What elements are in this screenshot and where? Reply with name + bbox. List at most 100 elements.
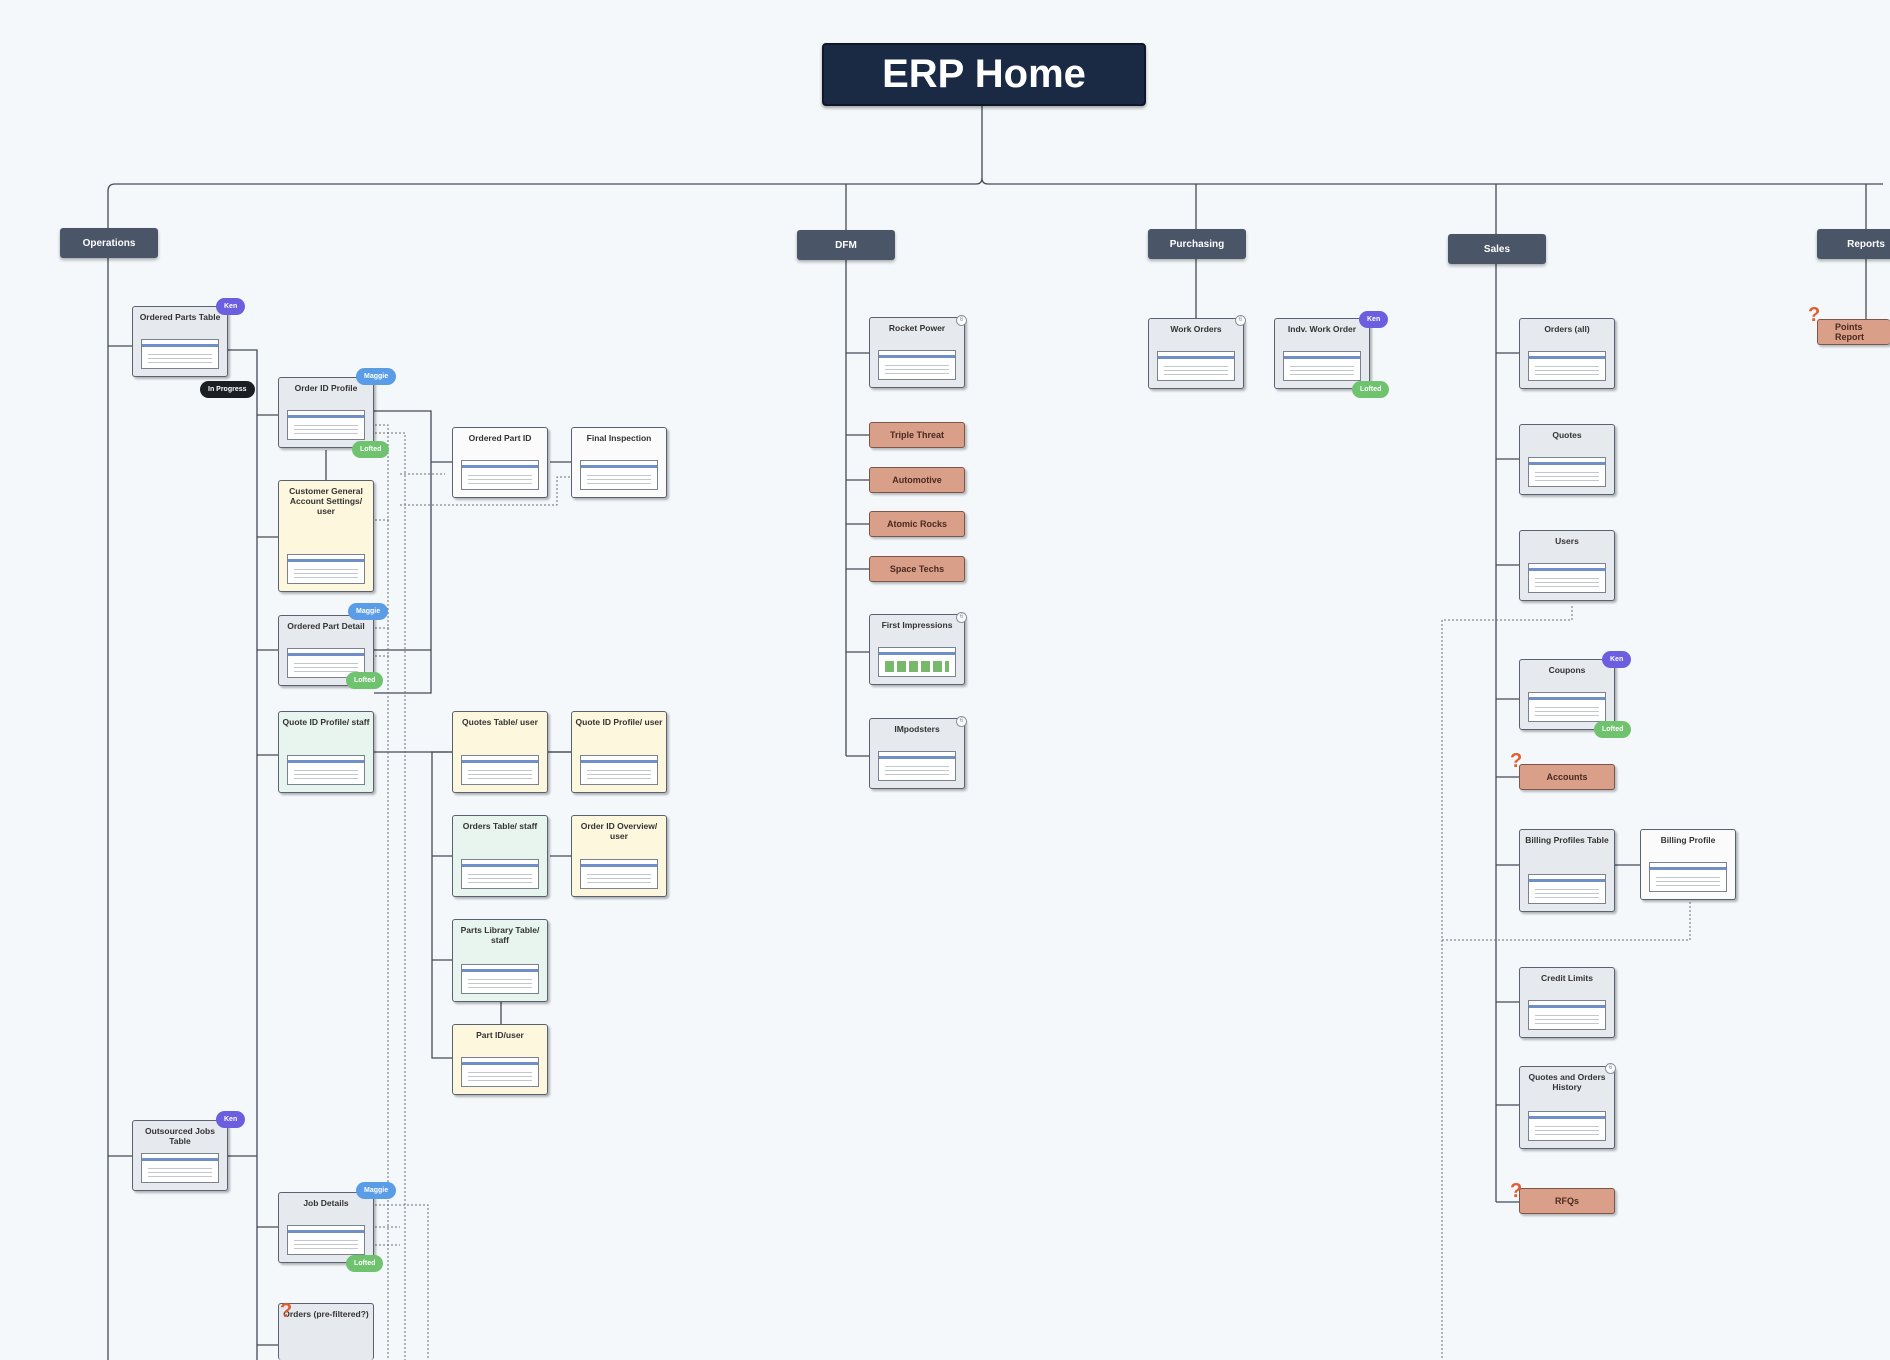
node-points-report[interactable]: Points Report [1817, 319, 1890, 345]
question-mark-icon: ? [1510, 750, 1523, 772]
card-users[interactable]: Users [1519, 530, 1615, 601]
card-orders-table-staff[interactable]: Orders Table/ staff [452, 815, 548, 897]
card-label: Orders (pre-filtered?) [283, 1309, 369, 1319]
card-credit-limits[interactable]: Credit Limits [1519, 967, 1615, 1038]
card-job-details[interactable]: Job Details [278, 1192, 374, 1263]
question-mark-icon: ? [1510, 1180, 1523, 1202]
card-label: First Impressions [881, 620, 953, 630]
card-coupons[interactable]: Coupons [1519, 659, 1615, 730]
card-label: Outsourced Jobs Table [145, 1126, 215, 1146]
screen-thumbnail [287, 1225, 365, 1255]
pending-indicator-icon: 6 [1235, 315, 1246, 326]
section-sales[interactable]: Sales [1448, 234, 1546, 264]
section-dfm[interactable]: DFM [797, 230, 895, 260]
card-label: Final Inspection [586, 433, 652, 443]
status-lofted-badge: Lofted [1594, 721, 1632, 738]
screen-thumbnail [1528, 692, 1606, 722]
assignee-ken-badge: Ken [1602, 651, 1632, 668]
status-lofted-badge: Lofted [346, 672, 384, 689]
assignee-ken-badge: Ken [216, 1111, 246, 1128]
node-space-techs[interactable]: Space Techs [869, 556, 965, 582]
screen-thumbnail [1528, 874, 1606, 904]
card-label: Ordered Part Detail [287, 621, 365, 631]
screen-thumbnail [1528, 1000, 1606, 1030]
node-triple-threat[interactable]: Triple Threat [869, 422, 965, 448]
card-ordered-part-detail[interactable]: Ordered Part Detail [278, 615, 374, 686]
card-label: Work Orders [1170, 324, 1222, 334]
screen-thumbnail [1283, 351, 1361, 381]
card-indv-work-order[interactable]: Indv. Work Order [1274, 318, 1370, 389]
card-label: Ordered Parts Table [139, 312, 221, 322]
card-quotes-orders-history[interactable]: Quotes and Orders History [1519, 1066, 1615, 1149]
pending-indicator-icon: 6 [956, 612, 967, 623]
question-mark-icon: ? [280, 1300, 293, 1322]
card-billing-profile[interactable]: Billing Profile [1640, 829, 1736, 900]
card-label: Billing Profile [1660, 835, 1716, 845]
card-label: Quote ID Profile/ staff [282, 717, 370, 727]
screen-thumbnail [580, 859, 658, 889]
assignee-ken-badge: Ken [1359, 311, 1389, 328]
card-label: Orders Table/ staff [462, 821, 538, 831]
card-label: Coupons [1548, 665, 1586, 675]
card-label: Customer General Account Settings/ user [289, 486, 363, 516]
status-lofted-badge: Lofted [1352, 381, 1390, 398]
card-ordered-parts-table[interactable]: Ordered Parts Table [132, 306, 228, 377]
card-orders-pre-filtered[interactable]: Orders (pre-filtered?) [278, 1303, 374, 1360]
screen-thumbnail [1528, 457, 1606, 487]
card-label: IMpodsters [894, 724, 940, 734]
card-label: Credit Limits [1541, 973, 1593, 983]
card-label: Orders (all) [1544, 324, 1590, 334]
card-parts-library-table-staff[interactable]: Parts Library Table/ staff [452, 919, 548, 1002]
screen-thumbnail [461, 1057, 539, 1087]
card-quotes-table-user[interactable]: Quotes Table/ user [452, 711, 548, 793]
card-part-id-user[interactable]: Part ID/user [452, 1024, 548, 1095]
assignee-maggie-badge: Maggie [356, 1182, 397, 1199]
card-order-id-profile[interactable]: Order ID Profile [278, 377, 374, 448]
card-work-orders[interactable]: Work Orders [1148, 318, 1244, 389]
section-purchasing[interactable]: Purchasing [1148, 229, 1246, 259]
card-label: Order ID Overview/ user [580, 821, 658, 841]
screen-thumbnail [287, 554, 365, 584]
section-operations[interactable]: Operations [60, 228, 158, 258]
card-orders-all[interactable]: Orders (all) [1519, 318, 1615, 389]
node-rfqs[interactable]: RFQs [1519, 1188, 1615, 1214]
card-impodsters[interactable]: IMpodsters [869, 718, 965, 789]
screen-thumbnail [580, 755, 658, 785]
card-quotes[interactable]: Quotes [1519, 424, 1615, 495]
screen-thumbnail [461, 460, 539, 490]
screen-thumbnail [878, 647, 956, 677]
card-billing-profiles-table[interactable]: Billing Profiles Table [1519, 829, 1615, 912]
assignee-maggie-badge: Maggie [356, 368, 397, 385]
card-customer-general-account[interactable]: Customer General Account Settings/ user [278, 480, 374, 592]
card-label: Rocket Power [888, 323, 946, 333]
card-rocket-power[interactable]: Rocket Power [869, 317, 965, 388]
page-title: ERP Home [822, 43, 1146, 106]
card-quote-id-profile-staff[interactable]: Quote ID Profile/ staff [278, 711, 374, 793]
screen-thumbnail [461, 755, 539, 785]
section-reports[interactable]: Reports [1817, 229, 1890, 259]
card-outsourced-jobs-table[interactable]: Outsourced Jobs Table [132, 1120, 228, 1191]
screen-thumbnail [580, 460, 658, 490]
status-lofted-badge: Lofted [352, 441, 390, 458]
card-final-inspection[interactable]: Final Inspection [571, 427, 667, 498]
screen-thumbnail [287, 755, 365, 785]
node-atomic-rocks[interactable]: Atomic Rocks [869, 511, 965, 537]
screen-thumbnail [287, 410, 365, 440]
screen-thumbnail [878, 751, 956, 781]
card-label: Parts Library Table/ staff [460, 925, 540, 945]
node-accounts[interactable]: Accounts [1519, 764, 1615, 790]
pending-indicator-icon: 6 [956, 315, 967, 326]
card-label: Ordered Part ID [468, 433, 532, 443]
card-order-id-overview-user[interactable]: Order ID Overview/ user [571, 815, 667, 897]
card-quote-id-profile-user[interactable]: Quote ID Profile/ user [571, 711, 667, 793]
card-label: Users [1555, 536, 1579, 546]
node-automotive[interactable]: Automotive [869, 467, 965, 493]
status-in-progress-badge: In Progress [200, 381, 255, 398]
screen-thumbnail [141, 339, 219, 369]
card-label: Quotes Table/ user [462, 717, 538, 727]
card-first-impressions[interactable]: First Impressions [869, 614, 965, 685]
screen-thumbnail [1528, 1111, 1606, 1141]
card-label: Part ID/user [476, 1030, 524, 1040]
card-ordered-part-id[interactable]: Ordered Part ID [452, 427, 548, 498]
card-label: Quotes [1552, 430, 1582, 440]
